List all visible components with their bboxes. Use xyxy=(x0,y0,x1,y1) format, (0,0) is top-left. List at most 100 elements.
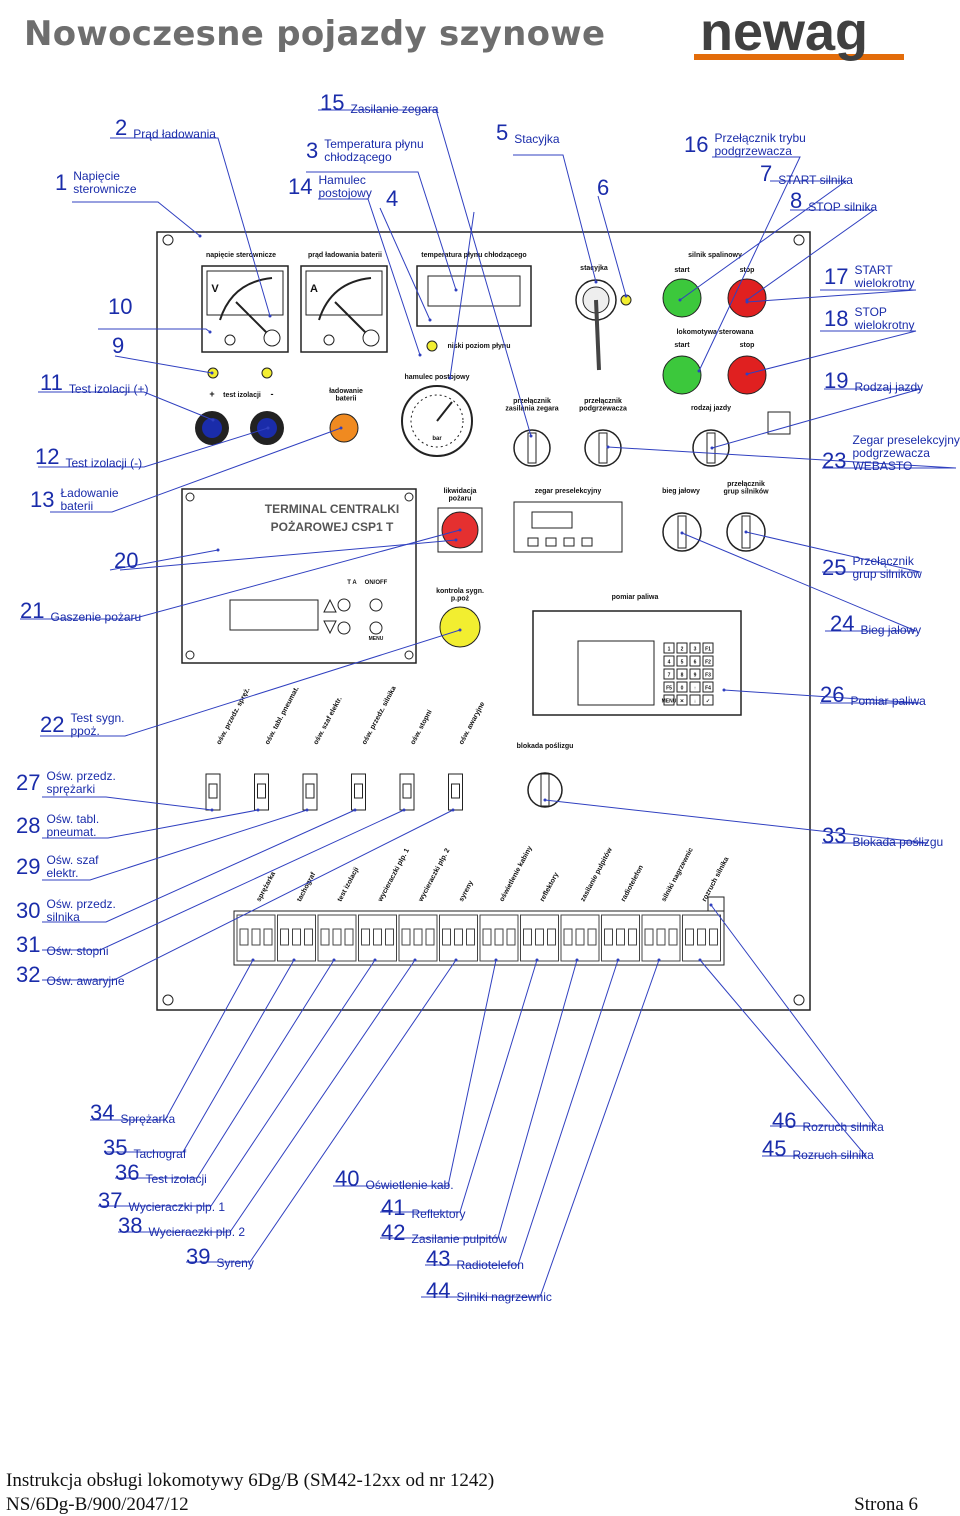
callout-number: 4 xyxy=(386,186,399,211)
leader-dot xyxy=(722,688,726,692)
fuel-meter-key-label: 8 xyxy=(681,673,684,679)
callout-label: Ośw. przedz. silnika xyxy=(46,897,116,925)
callout-label: Sprężarka xyxy=(120,1111,176,1126)
leader-dot xyxy=(657,958,661,962)
fuel-meter-key xyxy=(702,642,714,654)
leader-line xyxy=(745,531,921,573)
breaker-toggle xyxy=(506,928,516,946)
leader-dot xyxy=(709,903,713,907)
leader-line xyxy=(72,201,201,237)
breaker-toggle xyxy=(685,928,694,946)
leader-line xyxy=(109,549,219,571)
breaker-toggle xyxy=(251,928,261,946)
leader-dot xyxy=(256,808,260,812)
callout-label: Hamulec postojowy xyxy=(318,173,372,201)
callout-number: 23 xyxy=(822,447,847,473)
clock-key xyxy=(563,537,575,547)
leader-dot xyxy=(529,434,533,438)
leader-dot xyxy=(451,808,455,812)
fuel-meter-key xyxy=(689,668,701,680)
callout-label: Radiotelefon xyxy=(456,1257,524,1272)
minus-label: - xyxy=(271,389,274,399)
leader-dot xyxy=(353,808,357,812)
callout-label: Reflektory xyxy=(411,1206,466,1221)
callout-20: 20 xyxy=(114,548,144,574)
callout-label: Przełącznik grup silników xyxy=(852,554,922,582)
lighting-switch-rocker xyxy=(305,783,315,799)
leader-line xyxy=(38,391,214,421)
callout-label: Przełącznik trybu podgrzewacza xyxy=(714,131,806,159)
breaker-toggle xyxy=(616,928,625,946)
callout-number: 40 xyxy=(335,1166,360,1191)
arrow-up-icon xyxy=(323,598,337,613)
panel-label: napięcie sterownicze xyxy=(206,252,276,259)
leader-line xyxy=(421,959,660,1298)
callout-number: 17 xyxy=(824,264,849,290)
voltmeter-unit: V xyxy=(211,283,219,295)
panel-screw xyxy=(162,234,174,246)
insulation-plus-cap xyxy=(202,418,222,438)
fuel-meter-key-label: F2 xyxy=(705,660,711,666)
lighting-switch-rocker xyxy=(208,783,218,799)
panel-label: prąd ładowania baterii xyxy=(308,252,382,259)
callout-number: 18 xyxy=(824,306,849,332)
leader-line xyxy=(115,959,335,1179)
breaker-toggle xyxy=(466,928,475,946)
callout-number: 6 xyxy=(597,175,610,200)
leader-line xyxy=(698,156,801,372)
callout-label: Ośw. szaf elektr. xyxy=(46,853,99,881)
parking-brake-gauge-needle xyxy=(436,401,453,422)
callout-number: 30 xyxy=(16,898,41,924)
panel-screw xyxy=(793,994,805,1006)
callout-label: Temperatura płynu chłodzącego xyxy=(324,137,424,165)
callout-number: 8 xyxy=(790,188,803,213)
fuel-meter-key-label: F3 xyxy=(705,673,711,679)
callout-label: Prąd ładowania xyxy=(133,126,216,141)
breaker-toggle xyxy=(239,928,249,946)
page-title: Nowoczesne pojazdy szynowe xyxy=(24,14,606,54)
callout-number: 26 xyxy=(820,682,845,707)
leader-line xyxy=(699,959,868,1157)
leader-dot xyxy=(402,808,406,812)
leader-line xyxy=(42,809,454,981)
leader-line xyxy=(710,904,877,1127)
page-number: Strona 6 xyxy=(854,1494,918,1515)
callout-number: 3 xyxy=(306,138,319,164)
breaker-toggle xyxy=(401,928,411,946)
callout-number: 1 xyxy=(55,170,68,196)
breaker-toggle xyxy=(454,928,463,946)
callout-label: Zasilanie pulpitów xyxy=(411,1231,507,1246)
callout-number: 15 xyxy=(320,90,345,115)
fuel-meter-key xyxy=(663,694,675,706)
callout-number: 9 xyxy=(112,333,125,358)
fuel-meter-key xyxy=(702,681,714,693)
fuel-meter-key xyxy=(689,655,701,667)
callout-label: Gaszenie pożaru xyxy=(50,609,142,624)
idle-label: bieg jałowy xyxy=(662,488,700,495)
fuel-meter-key-label: 5 xyxy=(681,660,684,666)
leader-line xyxy=(42,809,308,881)
callout-label: Syreny xyxy=(216,1255,254,1270)
breaker-toggle xyxy=(523,928,532,946)
start-label: start xyxy=(674,267,690,274)
leader-line xyxy=(711,388,921,449)
leader-line xyxy=(513,154,597,283)
callout-label: Rodzaj jazdy xyxy=(854,379,924,394)
leader-line xyxy=(380,959,578,1239)
leader-line xyxy=(746,330,917,375)
fuel-meter-key xyxy=(663,681,675,693)
fuel-meter-key-label: F1 xyxy=(705,647,711,653)
charging-lamp xyxy=(329,413,359,443)
voltmeter-scale xyxy=(206,270,284,316)
breaker-toggle xyxy=(373,928,382,946)
